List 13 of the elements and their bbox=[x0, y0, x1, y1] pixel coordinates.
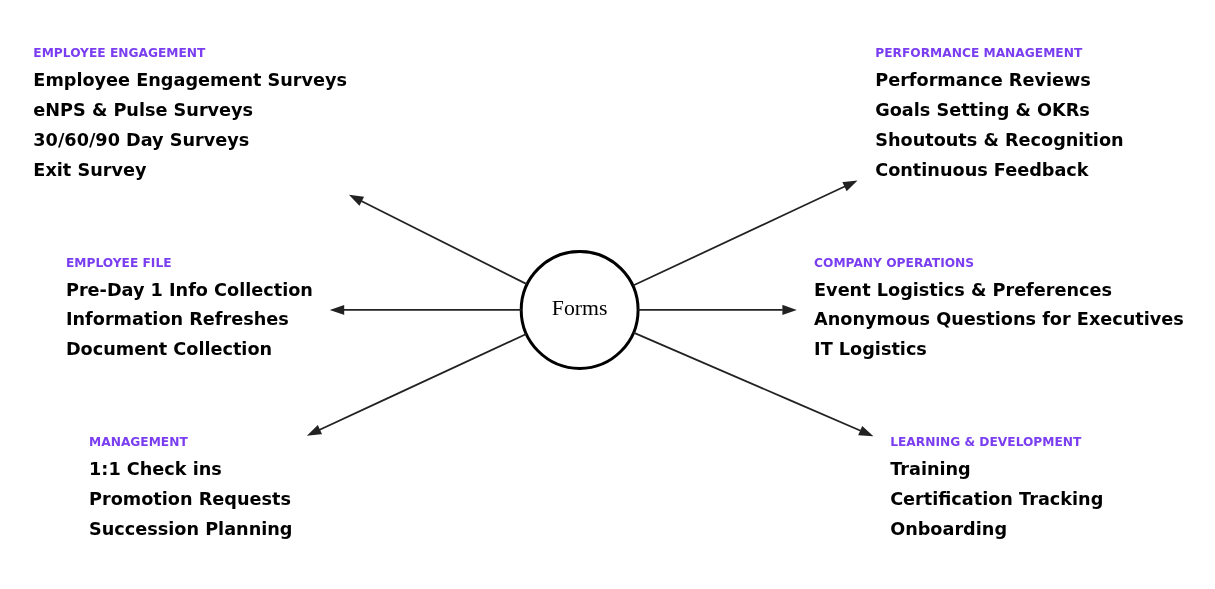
arrow bbox=[632, 331, 874, 436]
node-text: MANAGEMENT 1:1 Check ins Promotion Requests Succession Planning bbox=[89, 434, 293, 539]
node-circle: Forms bbox=[519, 249, 640, 370]
arrow bbox=[348, 194, 528, 285]
node-text: EMPLOYEE FILE Pre-Day 1 Info Collection Information Refreshes Document Collection bbox=[65, 255, 313, 359]
node-text: EMPLOYEE ENGAGEMENT Employee Engagement Surveys eNPS & Pulse Surveys 30/60/90 Day Surveys Exit Survey bbox=[33, 45, 348, 180]
node-text: LEARNING & DEVELOPMENT Training Certification Tracking Onboarding bbox=[890, 434, 1104, 539]
arrow bbox=[637, 304, 797, 315]
arrow bbox=[306, 332, 528, 436]
arrow bbox=[632, 180, 858, 286]
node-text: COMPANY OPERATIONS Event Logistics & Preferences Anonymous Questions for Executives IT Logistics bbox=[814, 255, 1184, 359]
arrow bbox=[329, 304, 522, 315]
node-text: PERFORMANCE MANAGEMENT Performance Reviews Goals Setting & OKRs Shoutouts & Recognition Continuous Feedback bbox=[875, 45, 1124, 180]
